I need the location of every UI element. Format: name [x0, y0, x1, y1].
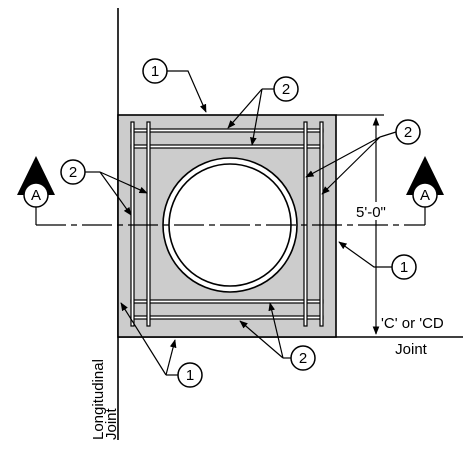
- callout-2-top-number: 2: [282, 81, 290, 98]
- callout-1-top-number: 1: [151, 63, 159, 80]
- longitudinal-label-line2: Joint: [103, 407, 120, 440]
- longitudinal-joint-label: Longitudinal Joint: [90, 359, 120, 440]
- callout-2-bottom: 2: [239, 302, 316, 371]
- section-marker-right-letter: A: [420, 187, 430, 204]
- rebar-right: [303, 121, 324, 327]
- dimension-height: 5'-0": [336, 114, 386, 335]
- rebar-left: [130, 121, 151, 327]
- dimension-height-text: 5'-0": [356, 204, 386, 221]
- longitudinal-label-line1: Longitudinal: [90, 359, 107, 440]
- callout-2-bottom-number: 2: [299, 350, 307, 367]
- joint-type-label: 'C' or 'CD: [381, 315, 444, 332]
- callout-2-right-number: 2: [404, 124, 412, 141]
- callout-1-bottom-number: 1: [186, 367, 194, 384]
- callout-1-top: 1: [142, 58, 207, 113]
- callout-2-left-number: 2: [69, 164, 77, 181]
- callout-1-right-number: 1: [400, 259, 408, 276]
- callout-2-left: 2: [60, 159, 148, 216]
- callout-1-bottom: 1: [120, 302, 203, 388]
- section-marker-right: A: [406, 156, 444, 208]
- callout-2-top: 2: [227, 76, 299, 146]
- callout-2-right: 2: [305, 119, 421, 195]
- section-marker-left: A: [17, 156, 55, 208]
- joint-label: Joint: [395, 341, 428, 358]
- section-marker-left-letter: A: [31, 187, 41, 204]
- callout-1-right: 1: [338, 241, 417, 280]
